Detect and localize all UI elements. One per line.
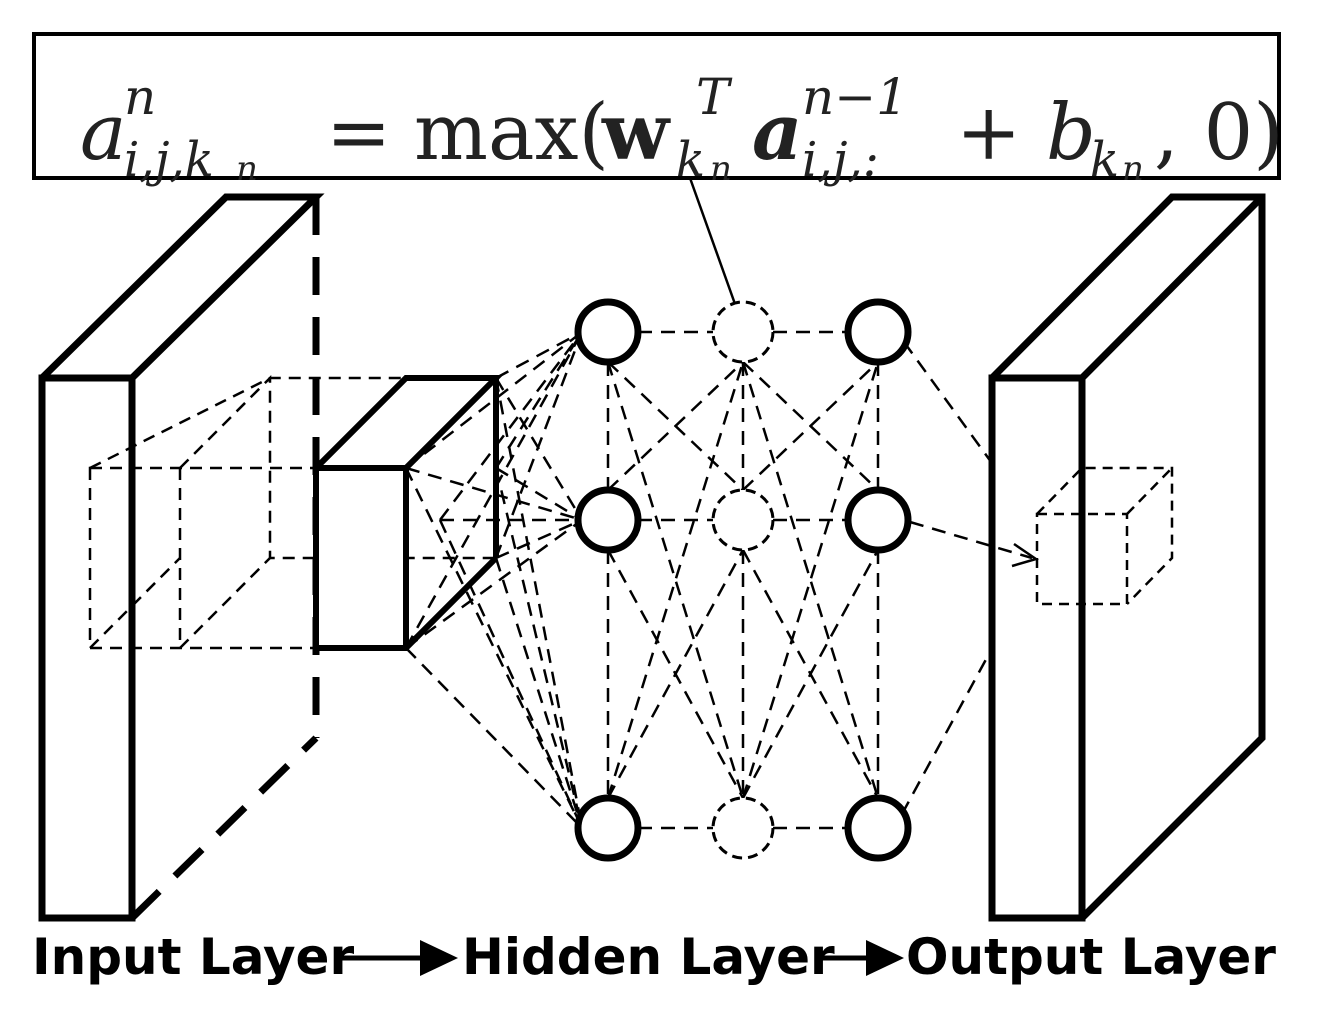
neuron <box>574 486 642 554</box>
formula-w-sub-n: n <box>710 149 732 189</box>
layer-connection <box>741 361 880 799</box>
neuron <box>574 794 642 862</box>
formula-b-sub-n: n <box>1122 149 1144 189</box>
neuron <box>844 298 912 366</box>
formula-w: w <box>602 87 670 178</box>
layer-connection <box>741 549 880 799</box>
output-arrowhead <box>1011 542 1039 568</box>
input-connection <box>495 518 583 560</box>
arrowhead-input-to-hidden <box>420 940 458 976</box>
caption-arrows <box>340 940 904 976</box>
neuron <box>574 298 642 366</box>
neuron-dashed <box>711 488 775 552</box>
formula-tail: , 0) <box>1154 88 1284 178</box>
formula-lhs-base: a <box>80 88 127 178</box>
layer-connection <box>607 361 744 491</box>
hidden-neurons <box>574 298 912 862</box>
formula-w-sup: T <box>696 68 730 126</box>
formula-b-sub: k <box>1090 132 1120 188</box>
output-layer-label: Output Layer <box>906 928 1276 986</box>
formula-box: a n i,j,k n = max( w T k n a n−1 i,j,: +… <box>32 32 1284 186</box>
layer-connection <box>742 361 879 491</box>
relu-formula: a n i,j,k n = max( w T k n a n−1 i,j,: +… <box>36 36 1284 186</box>
neuron <box>844 486 912 554</box>
layer-connection <box>606 361 745 799</box>
neuron-dashed <box>711 796 775 860</box>
input-connection <box>494 377 584 521</box>
formula-a: a <box>752 87 803 178</box>
input-connection <box>405 647 583 829</box>
layer-connection <box>741 361 880 799</box>
formula-a-sub: i,j,: <box>802 132 879 188</box>
formula-lhs-sub: i,j,k <box>124 132 214 188</box>
receptive-field-box <box>88 374 496 650</box>
formula-lhs-sub-n: n <box>236 149 258 189</box>
formula-equals: = <box>326 88 392 178</box>
input-connection <box>494 331 584 559</box>
input-connection <box>495 330 583 380</box>
input-connection <box>405 331 583 469</box>
input-connection <box>404 331 584 649</box>
connection-lines <box>404 330 1042 830</box>
hidden-layer-label: Hidden Layer <box>462 928 835 986</box>
neuron <box>844 794 912 862</box>
input-connection <box>439 331 583 521</box>
input-connection <box>494 557 584 829</box>
formula-b: b <box>1046 88 1096 178</box>
arrowhead-hidden-to-output <box>866 940 904 976</box>
input-connection <box>438 519 584 829</box>
formula-leader-line <box>688 177 737 305</box>
input-connection <box>405 518 583 650</box>
formula-plus: + <box>956 88 1022 178</box>
input-connection <box>494 467 584 829</box>
input-layer-label: Input Layer <box>32 928 355 986</box>
layer-connection <box>606 361 745 799</box>
neuron-dashed <box>711 300 775 364</box>
input-connection <box>405 466 583 522</box>
formula-lhs-sup: n <box>124 68 157 126</box>
input-connection <box>404 467 584 829</box>
layer-connection <box>606 549 745 799</box>
input-connection <box>494 331 584 469</box>
input-connection <box>495 466 583 522</box>
formula-a-sup: n−1 <box>802 68 908 126</box>
formula-max: max( <box>414 88 609 178</box>
feature-cube <box>313 375 504 651</box>
formula-w-sub: k <box>676 132 706 188</box>
input-connection <box>494 377 584 829</box>
